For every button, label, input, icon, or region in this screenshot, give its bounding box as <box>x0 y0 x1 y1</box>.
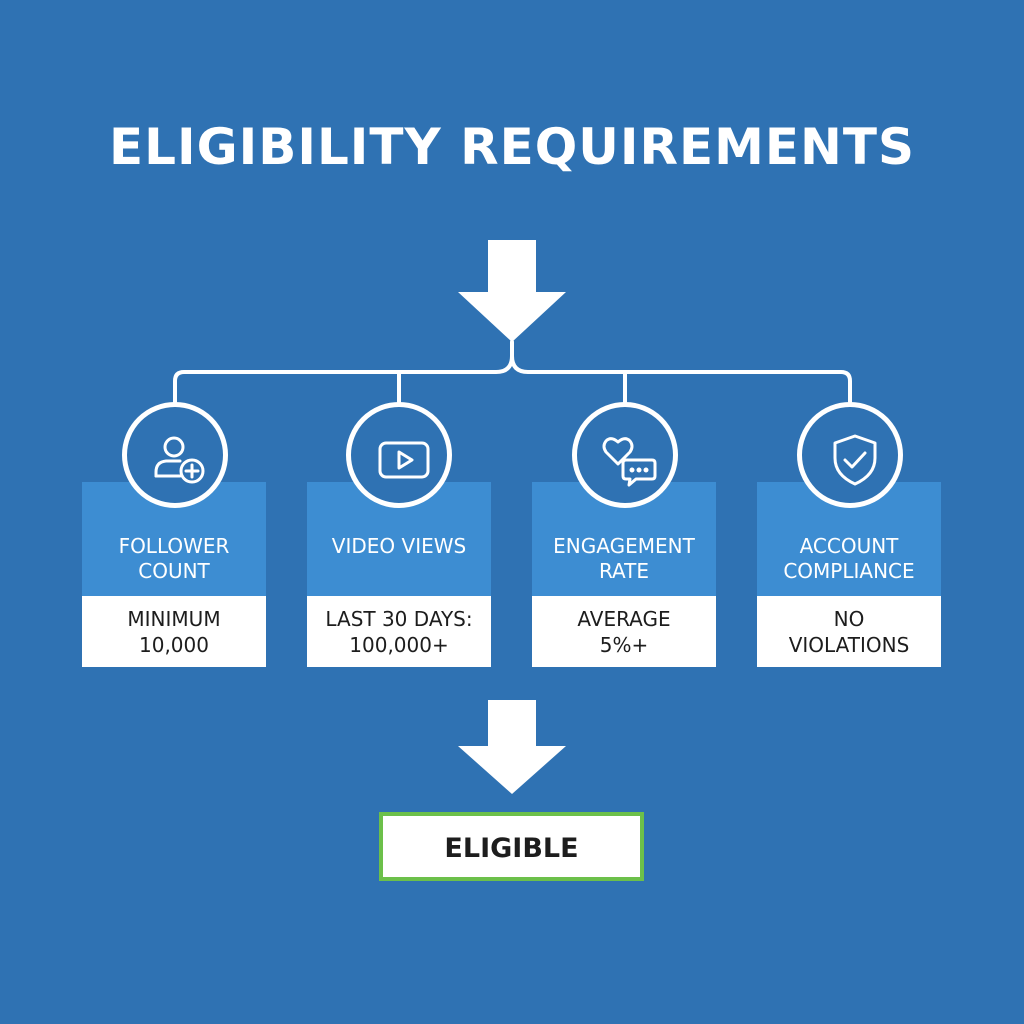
requirement-card-video-views: VIDEO VIEWS LAST 30 DAYS: 100,000+ <box>307 482 491 667</box>
card-body: MINIMUM 10,000 <box>82 596 266 667</box>
user-add-icon <box>154 436 205 484</box>
down-arrow-top <box>458 240 566 342</box>
branch-lines <box>173 340 852 404</box>
card-body: NO VIOLATIONS <box>757 596 941 667</box>
compliance-badge <box>797 402 903 508</box>
requirement-card-account-compliance: ACCOUNT COMPLIANCE NO VIOLATIONS <box>757 482 941 667</box>
shield-check-icon <box>833 434 877 486</box>
video-play-icon <box>378 441 430 479</box>
card-value: LAST 30 DAYS: 100,000+ <box>325 607 473 657</box>
diagram-title: ELIGIBILITY REQUIREMENTS <box>108 118 916 176</box>
result-label: ELIGIBLE <box>444 833 579 864</box>
down-arrow-bottom <box>458 700 566 794</box>
card-value: AVERAGE 5%+ <box>577 607 671 657</box>
heart-comment-icon <box>602 437 657 487</box>
video-badge <box>346 402 452 508</box>
card-label: ACCOUNT COMPLIANCE <box>783 534 915 583</box>
card-label: ENGAGEMENT RATE <box>553 534 695 583</box>
card-label: FOLLOWER COUNT <box>118 534 230 583</box>
card-header: FOLLOWER COUNT <box>82 482 266 596</box>
card-body: AVERAGE 5%+ <box>532 596 716 667</box>
eligible-result-box: ELIGIBLE <box>379 812 644 881</box>
requirement-card-engagement-rate: ENGAGEMENT RATE AVERAGE 5%+ <box>532 482 716 667</box>
card-value: NO VIOLATIONS <box>788 607 910 657</box>
card-body: LAST 30 DAYS: 100,000+ <box>307 596 491 667</box>
follower-badge <box>122 402 228 508</box>
requirement-card-follower-count: FOLLOWER COUNT MINIMUM 10,000 <box>82 482 266 667</box>
engagement-badge <box>572 402 678 508</box>
card-label: VIDEO VIEWS <box>331 534 467 558</box>
card-value: MINIMUM 10,000 <box>127 607 221 657</box>
